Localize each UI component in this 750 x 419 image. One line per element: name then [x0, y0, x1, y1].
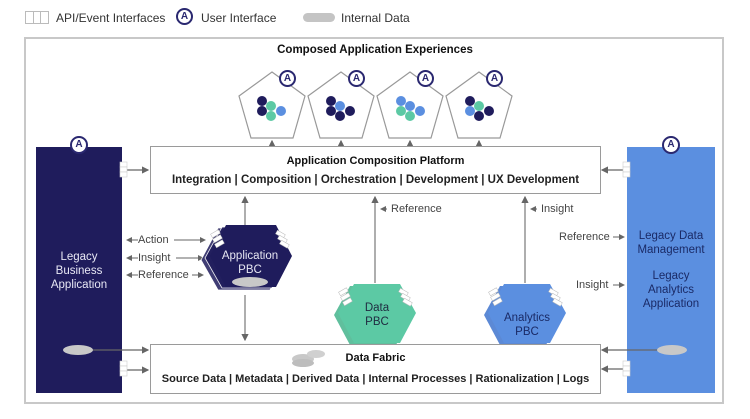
analytics-pbc-insight-label: Insight [541, 203, 574, 215]
application-composition-platform[interactable]: Application Composition Platform Integra… [150, 146, 601, 194]
user-interface-icon: A [662, 136, 680, 154]
legacy-data-management-label: Legacy Data Management [637, 230, 705, 256]
application-pbc[interactable] [200, 225, 292, 291]
user-interface-legend-icon: A [176, 8, 193, 25]
reference-label: Reference [138, 269, 189, 281]
user-interface-icon: A [70, 136, 88, 154]
legend-data-label: Internal Data [341, 11, 410, 25]
user-interface-icon: A [417, 70, 434, 87]
data-pbc-reference-label: Reference [391, 203, 442, 215]
analytics-pbc[interactable] [484, 284, 566, 345]
data-pbc[interactable] [334, 284, 416, 345]
legend: API/Event Interfaces A User Interface In… [0, 0, 420, 34]
legend-ui-label: User Interface [201, 11, 277, 25]
data-fabric-title: Data Fabric [345, 352, 406, 364]
action-label: Action [138, 234, 169, 246]
composed-experiences-title: Composed Application Experiences [277, 44, 473, 56]
internal-data-icon [657, 345, 687, 355]
internal-data-icon [63, 345, 93, 355]
api-interface-legend-icon [25, 11, 49, 24]
user-interface-icon: A [348, 70, 365, 87]
platform-title: Application Composition Platform [286, 155, 465, 167]
legacy-analytics-application-label: Legacy Analytics Application [642, 270, 700, 310]
api-interface-icon [119, 161, 631, 377]
data-fabric[interactable]: Data Fabric Source Data | Metadata | Der… [150, 344, 601, 394]
diagram-frame [24, 37, 724, 404]
legend-api-label: API/Event Interfaces [56, 11, 166, 25]
platform-capabilities: Integration | Composition | Orchestratio… [171, 174, 580, 186]
internal-data-legend-icon [303, 13, 335, 22]
analytics-pbc-label: Analytics PBC [503, 312, 551, 338]
legacy-business-application-label: Legacy Business Application [50, 251, 108, 291]
data-pbc-label: Data PBC [364, 302, 390, 328]
user-interface-icon: A [279, 70, 296, 87]
application-pbc-label: Application PBC [221, 250, 279, 276]
data-fabric-capabilities: Source Data | Metadata | Derived Data | … [161, 373, 590, 385]
user-interface-icon: A [486, 70, 503, 87]
right-insight-label: Insight [576, 279, 609, 291]
insight-label: Insight [138, 252, 171, 264]
right-reference-label: Reference [559, 231, 610, 243]
